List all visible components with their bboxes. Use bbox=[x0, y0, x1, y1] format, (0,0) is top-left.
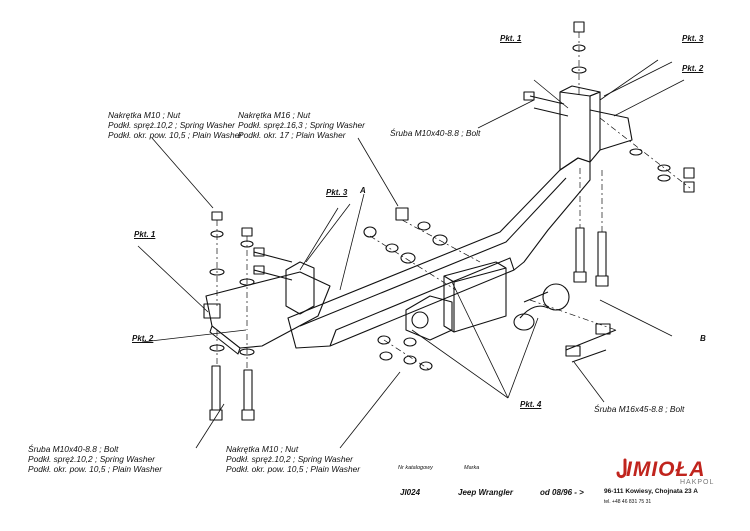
right-bolts bbox=[523, 21, 695, 363]
pkt4: Pkt. 4 bbox=[520, 400, 542, 409]
nut-m16-line3: Podkł. okr. 17 ; Plain Washer bbox=[238, 130, 346, 140]
logo-sub: HAKPOL bbox=[680, 479, 715, 486]
nut-m10-top-label: Nakrętka M10 ; Nut Podkł. spręż.10,2 ; S… bbox=[108, 110, 242, 140]
nut-m10-top-line1: Nakrętka M10 ; Nut bbox=[108, 110, 181, 120]
mark-a: A bbox=[360, 186, 366, 195]
logo-brand: IMIOŁA bbox=[626, 458, 706, 481]
socket-plate bbox=[405, 295, 453, 341]
bolt-m10-bottom-line1: Śruba M10x40-8.8 ; Bolt bbox=[28, 444, 119, 454]
hitch-fasteners bbox=[363, 207, 448, 371]
company-logo: IMIOŁA HAKPOL bbox=[616, 458, 728, 488]
bolt-m10-bottom-line3: Podkł. okr. pow. 10,5 ; Plain Washer bbox=[28, 464, 163, 474]
nut-m10-bottom-label: Nakrętka M10 ; Nut Podkł. spręż.10,2 ; S… bbox=[226, 444, 360, 474]
pkt3-top: Pkt. 3 bbox=[682, 34, 704, 43]
vehicle-name: Jeep Wrangler bbox=[458, 488, 513, 497]
nut-m10-bottom-line2: Podkł. spręż.10,2 ; Spring Washer bbox=[226, 454, 353, 464]
bolt-m10-bottom-line2: Podkł. spręż.10,2 ; Spring Washer bbox=[28, 454, 155, 464]
pkt1-top: Pkt. 1 bbox=[500, 34, 522, 43]
bolt-m10-top-label: Śruba M10x40-8.8 ; Bolt bbox=[390, 128, 481, 138]
pkt3-mid: Pkt. 3 bbox=[326, 188, 348, 197]
bolt-m10-bottom-label: Śruba M10x40-8.8 ; Bolt Podkł. spręż.10,… bbox=[28, 444, 162, 474]
company-phone: tel. +48 46 831 75 31 bbox=[604, 499, 652, 505]
catalog-label: Nr katalogowy bbox=[398, 465, 433, 471]
tow-ball bbox=[542, 283, 570, 311]
brand-label: Marka bbox=[464, 465, 480, 471]
mark-b: B bbox=[700, 334, 706, 343]
nut-m16-line1: Nakrętka M16 ; Nut bbox=[238, 110, 311, 120]
left-bolts bbox=[209, 211, 293, 421]
nut-m10-bottom-line1: Nakrętka M10 ; Nut bbox=[226, 444, 299, 454]
company-address: 96-111 Kowiesy, Chojnata 23 A bbox=[604, 488, 698, 495]
nut-m16-line2: Podkł. spręż.16,3 ; Spring Washer bbox=[238, 120, 365, 130]
nut-m16-label: Nakrętka M16 ; Nut Podkł. spręż.16,3 ; S… bbox=[238, 110, 365, 140]
nut-m10-top-line3: Podkł. okr. pow. 10,5 ; Plain Washer bbox=[108, 130, 243, 140]
pkt2-left: Pkt. 2 bbox=[132, 334, 154, 343]
pkt2-top: Pkt. 2 bbox=[682, 64, 704, 73]
hook-icon bbox=[616, 458, 627, 479]
from-date: od 08/96 - > bbox=[540, 488, 584, 497]
hitch-plate bbox=[443, 261, 507, 333]
nut-m10-bottom-line3: Podkł. okr. pow. 10,5 ; Plain Washer bbox=[226, 464, 361, 474]
crossbeam bbox=[287, 157, 591, 349]
bolt-m16-label: Śruba M16x45-8.8 ; Bolt bbox=[594, 404, 685, 414]
nut-m10-top-line2: Podkł. spręż.10,2 ; Spring Washer bbox=[108, 120, 235, 130]
right-bracket bbox=[559, 91, 591, 171]
left-plate bbox=[205, 271, 331, 349]
catalog-number: JI024 bbox=[400, 488, 421, 497]
pkt1-left: Pkt. 1 bbox=[134, 230, 156, 239]
